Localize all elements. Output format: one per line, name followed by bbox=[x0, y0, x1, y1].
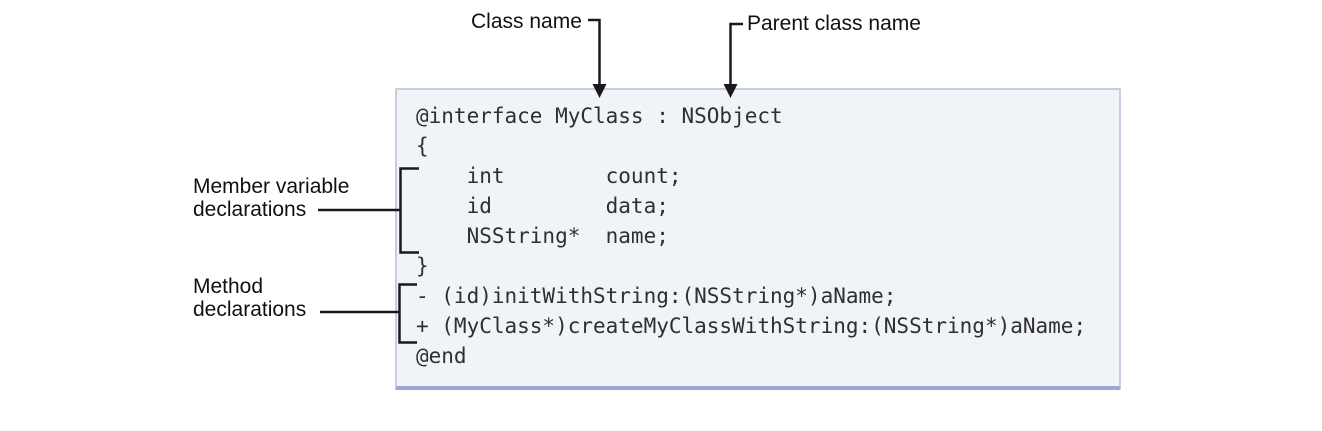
code-listing: @interface MyClass : NSObject { int coun… bbox=[416, 104, 1087, 368]
code-box: @interface MyClass : NSObject { int coun… bbox=[395, 88, 1121, 390]
class-name-label: Class name bbox=[471, 10, 582, 33]
parent-class-name-label: Parent class name bbox=[747, 12, 921, 35]
member-variable-declarations-label: Member variable declarations bbox=[193, 175, 350, 221]
class-name-arrow-line bbox=[588, 18, 601, 84]
method-declarations-label: Method declarations bbox=[193, 275, 307, 321]
parent-class-name-arrow-line bbox=[729, 22, 743, 84]
